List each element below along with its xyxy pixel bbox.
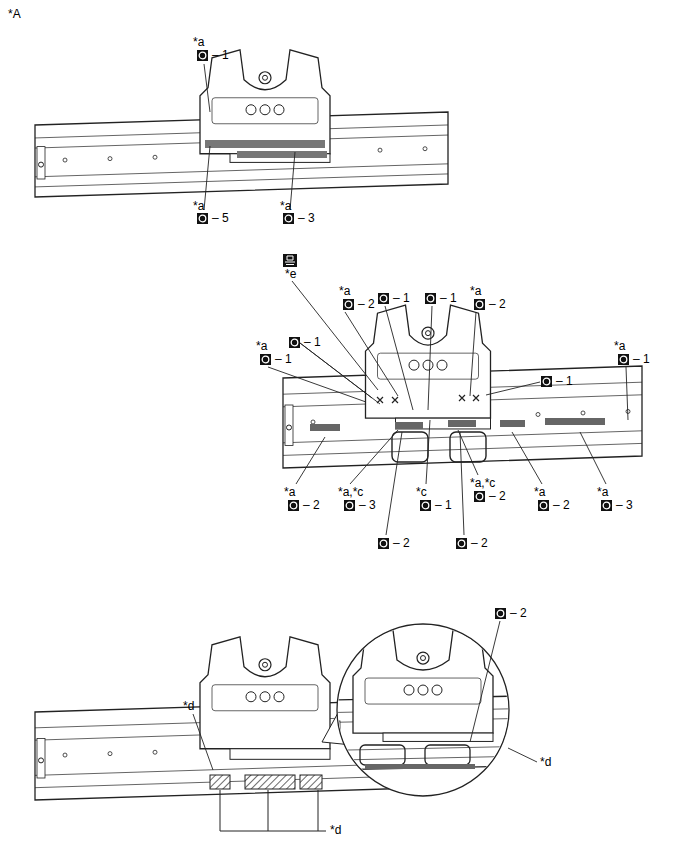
weld-symbol [283,213,294,224]
weld-symbol [601,500,612,511]
leader-line [428,306,432,410]
callout-number: – 2 [393,537,410,550]
callout-number: – 1 [556,375,573,388]
leader-line [460,432,464,535]
weld-symbol [343,299,354,310]
note-mark: *a [339,285,350,298]
callout-number: – 2 [358,298,375,311]
note-mark: *a,*c [470,477,495,490]
weld-symbol [289,337,300,348]
callout-number: – 2 [471,537,488,550]
leader-line [300,343,380,404]
note-mark: *a [280,200,291,213]
note-mark: *a [534,486,545,499]
callout-number: – 2 [489,490,506,503]
leader-line [470,621,500,742]
callout-number: – 5 [212,212,229,225]
callout-number: – 2 [553,499,570,512]
note-mark: *a [470,285,481,298]
callout-number: – 1 [435,499,452,512]
note-mark: *c [416,486,427,499]
callout-number: – 2 [489,298,506,311]
weld-symbol [618,354,629,365]
leader-line [626,367,628,420]
callout-number: – 2 [303,499,320,512]
weld-symbol [197,213,208,224]
weld-symbol [474,491,485,502]
callout-number: – 2 [510,607,527,620]
leader-line [350,430,398,484]
callout-number: – 1 [393,292,410,305]
note-mark: *d [183,700,194,713]
callout-number: – 1 [440,292,457,305]
weld-symbol [538,500,549,511]
weld-symbol [456,538,467,549]
note-mark: *a [597,486,608,499]
note-mark: *d [540,756,551,769]
leader-line [470,312,476,396]
weld-symbol [378,293,389,304]
weld-symbol [260,354,271,365]
callout-number: – 3 [616,499,633,512]
callout-number: – 3 [298,212,315,225]
callout-number: – 3 [359,499,376,512]
note-mark: *d [330,824,341,837]
weld-symbol [495,608,506,619]
weld-symbol [378,538,389,549]
leader-line [268,367,366,402]
note-mark: *e [285,268,296,281]
weld-symbol [288,500,299,511]
leader-line [512,432,542,484]
leader-line [292,281,378,390]
leader-line [386,432,402,535]
weld-symbol [474,299,485,310]
callout-number: – 1 [304,336,321,349]
note-mark: *A [8,8,21,21]
leader-line [193,714,213,770]
leader-line [426,420,430,484]
leader-line [204,146,210,210]
note-mark: *a,*c [338,486,363,499]
leader-line [508,748,537,762]
leader-line [385,306,413,410]
weld-symbol [420,500,431,511]
note-mark: *a [256,340,267,353]
leader-line [204,64,210,112]
weld-symbol [344,500,355,511]
callout-number: – 1 [275,353,292,366]
weld-symbol [197,50,208,61]
leader-line [296,437,325,484]
note-mark: *a [193,200,204,213]
leader-line [486,382,540,395]
weld-symbol [541,376,552,387]
note-mark: *a [614,340,625,353]
note-mark: *a [284,486,295,499]
callout-number: – 1 [212,49,229,62]
leader-line [580,432,606,484]
weld-symbol [425,293,436,304]
note-mark: *a [193,36,204,49]
callout-number: – 1 [633,353,650,366]
